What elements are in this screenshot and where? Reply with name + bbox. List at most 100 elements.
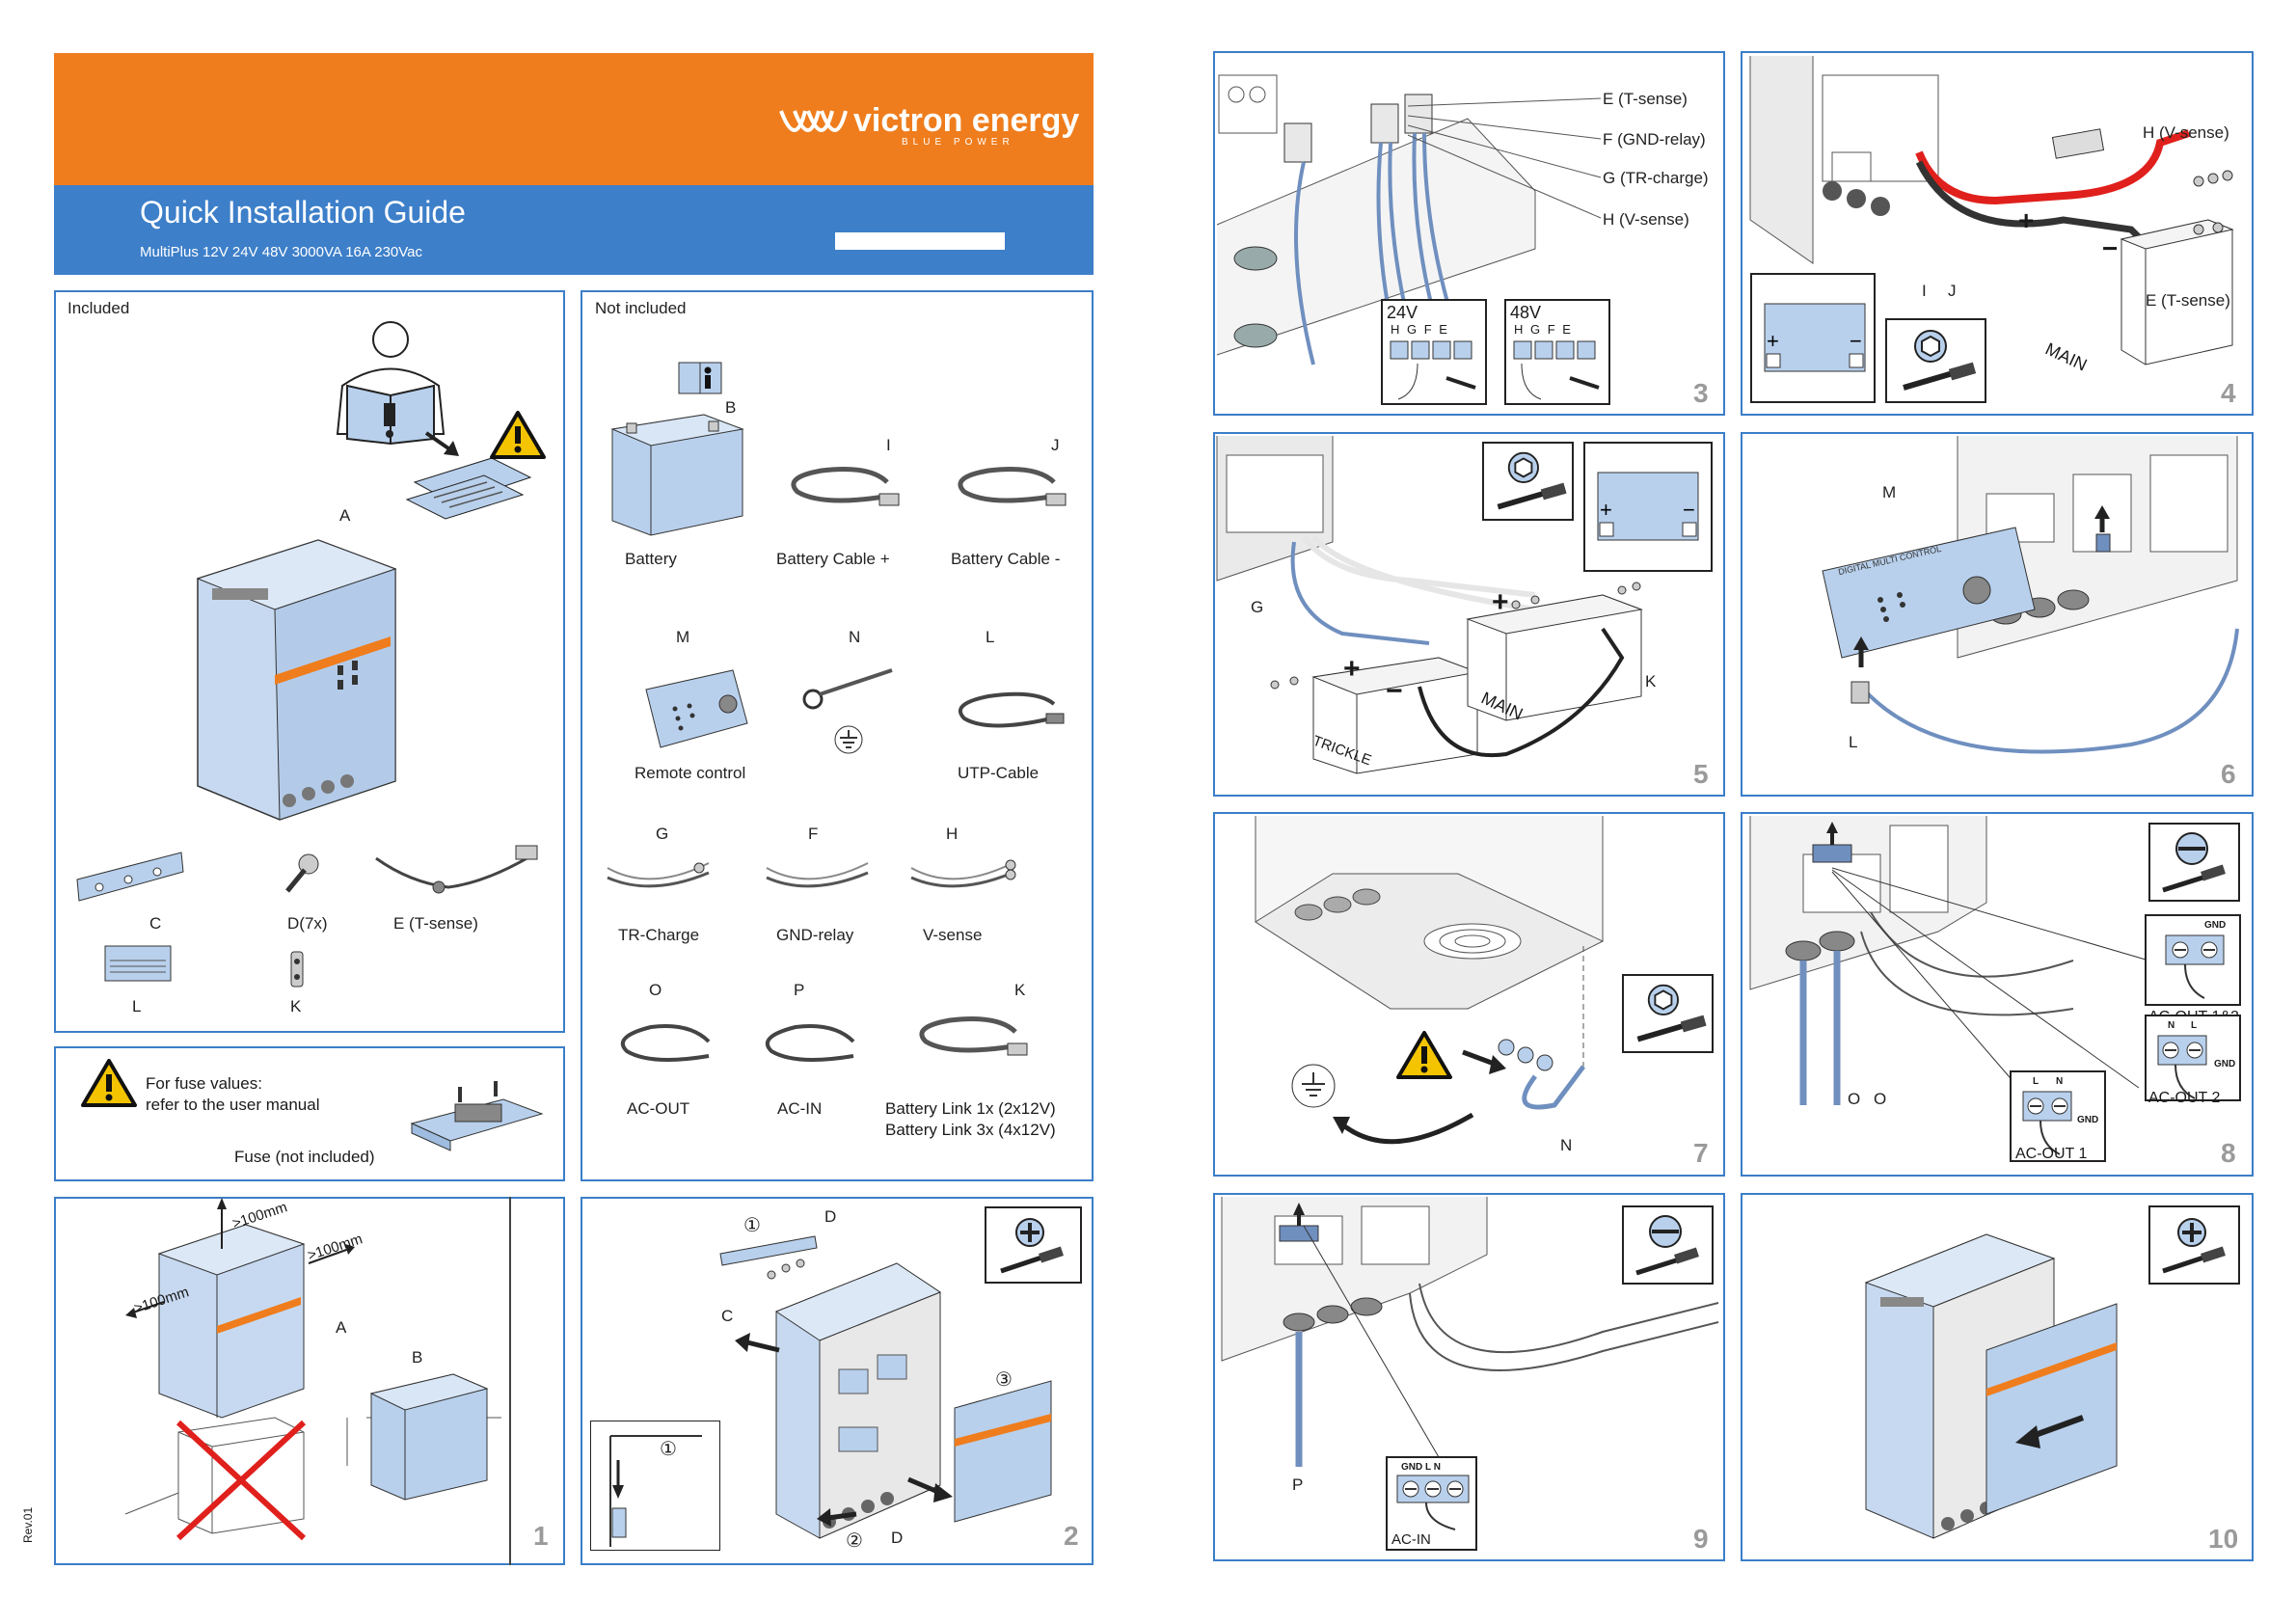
label-D: D(7x) xyxy=(287,914,328,933)
svg-text:−: − xyxy=(1683,498,1695,522)
utp-cable-illustration xyxy=(958,691,1065,728)
label-H-vsense: H (V-sense) xyxy=(2143,123,2229,142)
label-L: L xyxy=(1849,733,1858,751)
arrow-down-right-icon xyxy=(907,1476,953,1502)
step4-wiring-illustration xyxy=(1749,56,2234,365)
screw-illustration xyxy=(285,853,319,893)
v-sense-cable-illustration xyxy=(910,859,1016,888)
label-B: B xyxy=(412,1348,423,1367)
page-subtitle: MultiPlus 12V 24V 48V 3000VA 16A 230Vac xyxy=(140,244,422,260)
label-F-gnd-relay: F (GND-relay) xyxy=(1603,130,1706,149)
battery-cable-minus-illustration xyxy=(958,467,1067,506)
inset-24v-label: 24V xyxy=(1387,303,1418,322)
inset-24v-terminals: 24V H G F E xyxy=(1381,299,1487,405)
label-ac-out-2: AC-OUT 2 xyxy=(2148,1090,2221,1106)
letter-I: I xyxy=(886,436,891,454)
brand-tagline: BLUE POWER xyxy=(902,137,1014,148)
gnd-label: GND xyxy=(2077,1115,2099,1125)
label-ac-out-1: AC-OUT 1 xyxy=(2015,1146,2088,1162)
letter-J: J xyxy=(1051,436,1060,454)
inset-ac-out-12-terminal: GND xyxy=(2145,914,2241,1006)
label-L: L xyxy=(132,997,142,1015)
letter-F: F xyxy=(808,825,819,843)
tool-flat-screwdriver xyxy=(2148,823,2240,902)
minus-sign: − xyxy=(2102,233,2119,263)
label-C: C xyxy=(149,914,162,933)
caption-battery: Battery xyxy=(625,550,677,568)
svg-text:+: + xyxy=(1767,329,1779,353)
warning-icon xyxy=(490,411,546,459)
mounting-bracket-illustration xyxy=(76,852,184,902)
tool-hex-socket-wrench xyxy=(1482,442,1574,521)
gnd-label: GND xyxy=(2214,1059,2236,1069)
minus-sign-trickle: − xyxy=(1386,675,1403,707)
circle-3: ③ xyxy=(995,1369,1013,1391)
step-number-2: 2 xyxy=(1064,1521,1079,1551)
inset-ac-out-1-terminal: L N GND xyxy=(2010,1070,2106,1162)
callout-lines xyxy=(1407,97,1602,219)
letter-K-link: K xyxy=(1014,981,1026,999)
step7-ground-illustration xyxy=(1255,816,1605,1145)
n-label: N xyxy=(2056,1076,2064,1087)
label-E-tsense: E (T-sense) xyxy=(2146,291,2230,310)
step-number-10: 10 xyxy=(2208,1524,2239,1554)
cross-icon xyxy=(176,1420,307,1541)
inset-circle-1: ① xyxy=(660,1439,677,1460)
step-number-5: 5 xyxy=(1693,759,1709,789)
tool-phillips-screwdriver xyxy=(2148,1205,2240,1285)
letter-M: M xyxy=(676,628,690,646)
label-D-top: D xyxy=(824,1207,837,1226)
step1-battery-illustration xyxy=(369,1373,489,1501)
letter-H: H xyxy=(946,825,959,843)
tool-hex-socket-wrench xyxy=(1885,318,1986,403)
step1-wrong-battery-illustration xyxy=(177,1417,305,1534)
step9-ac-in-illustration xyxy=(1221,1197,1719,1467)
label-A: A xyxy=(339,506,351,525)
wall-line xyxy=(509,1197,511,1565)
header-blue-band xyxy=(54,185,1094,275)
panel-step-1 xyxy=(54,1197,565,1565)
ac-in-label: AC-IN xyxy=(1391,1531,1431,1548)
label-O-2: O xyxy=(1874,1090,1887,1108)
victron-logo-icon xyxy=(779,110,848,132)
caption-ac-out: AC-OUT xyxy=(627,1099,690,1118)
page-title: Quick Installation Guide xyxy=(140,195,466,230)
fuse-caption: Fuse (not included) xyxy=(234,1148,375,1166)
caption-battery-cable-plus: Battery Cable + xyxy=(776,550,890,568)
warning-icon xyxy=(1396,1031,1452,1079)
caption-battery-cable-minus: Battery Cable - xyxy=(951,550,1061,568)
terminal-labels: GND L N xyxy=(1401,1462,1441,1473)
l-label: L xyxy=(2191,1020,2198,1031)
battery-cable-plus-illustration xyxy=(791,467,900,506)
inset-24v-hgfe: H G F E xyxy=(1391,322,1449,337)
caption-remote-control: Remote control xyxy=(635,764,746,782)
tool-flat-screwdriver xyxy=(1622,1205,1714,1285)
fuse-note-line1: For fuse values: xyxy=(146,1074,262,1093)
battery-illustration xyxy=(610,414,744,536)
step8-ac-out-illustration xyxy=(1749,816,2074,1105)
arrow-icon xyxy=(424,431,459,456)
step5-wiring-illustration xyxy=(1216,436,1643,774)
fuse-holder-illustration xyxy=(410,1081,544,1151)
inset-ac-in-terminal: GND L N AC-IN xyxy=(1386,1456,1477,1551)
inset-48v-label: 48V xyxy=(1510,303,1542,322)
caption-battery-link-1: Battery Link 1x (2x12V) xyxy=(885,1099,1056,1118)
label-H-vsense: H (V-sense) xyxy=(1603,210,1689,229)
inset-mounting-detail xyxy=(590,1421,720,1551)
inset-ac-out-2-terminal: N L GND xyxy=(2145,1015,2241,1101)
inset-battery-polarity: +− xyxy=(1750,273,1876,403)
letter-L-utp: L xyxy=(986,628,995,646)
step-number-4: 4 xyxy=(2221,378,2236,408)
caption-ac-in: AC-IN xyxy=(777,1099,823,1118)
step2-front-cover-illustration xyxy=(954,1380,1052,1523)
revision-note: Rev.01 xyxy=(21,1506,35,1543)
circle-1: ① xyxy=(743,1215,761,1236)
label-G: G xyxy=(1251,598,1264,616)
caption-battery-link-3: Battery Link 3x (4x12V) xyxy=(885,1121,1056,1139)
tool-hex-socket-wrench xyxy=(1622,974,1714,1053)
letter-O: O xyxy=(649,981,662,999)
plus-sign: + xyxy=(2018,205,2035,235)
inset-48v-hgfe: H G F E xyxy=(1514,322,1573,337)
letter-P: P xyxy=(794,981,805,999)
step-number-9: 9 xyxy=(1693,1524,1709,1554)
